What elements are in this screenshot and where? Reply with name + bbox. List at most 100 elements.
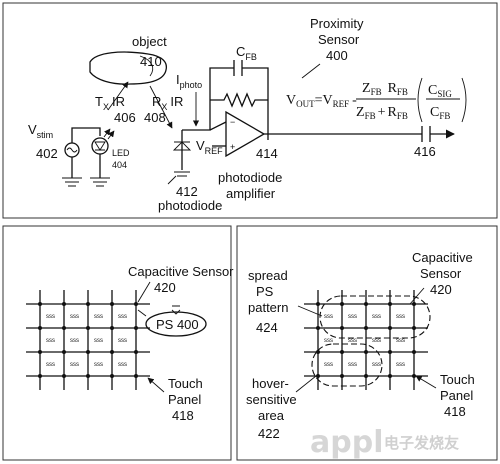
grid-node	[134, 302, 138, 306]
svg-text:CFB: CFB	[430, 105, 450, 121]
led-number: 404	[112, 160, 127, 170]
grid-node	[86, 326, 90, 330]
left-touch-label-line1: Touch	[168, 376, 203, 391]
ps-callout-ellipse	[145, 311, 207, 337]
grid-node	[86, 302, 90, 306]
sine-wave-icon	[66, 147, 78, 153]
sensor-cell-label: sss	[46, 338, 55, 344]
sensor-cell-label: sss	[324, 314, 333, 320]
grid-node	[412, 326, 416, 330]
top-panel-frame	[2, 2, 498, 219]
grid-node	[62, 326, 66, 330]
object-number: 410	[140, 54, 162, 69]
prox-number: 400	[326, 48, 348, 63]
grid-node	[316, 350, 320, 354]
vstim-number: 402	[36, 146, 58, 161]
amp-label-line1: photodiode	[218, 170, 282, 185]
grid-node	[110, 326, 114, 330]
sensor-cell-label: sss	[396, 338, 405, 344]
right-cap-label-line2: Sensor	[420, 266, 462, 281]
photodiode-label: photodiode	[158, 198, 222, 213]
svg-text:ZFB+RFB: ZFB+RFB	[356, 105, 408, 121]
photodiode-number: 412	[176, 184, 198, 199]
prox-label-line2: Sensor	[318, 32, 360, 47]
sensor-cell-label: sss	[70, 338, 79, 344]
cfb-label: CFB	[236, 44, 257, 62]
tx-number: 406	[114, 110, 136, 125]
iphoto-label: Iphoto	[176, 72, 202, 90]
grid-node	[316, 326, 320, 330]
grid-node	[110, 374, 114, 378]
wire-source-to-led	[71, 127, 101, 143]
grid-node	[364, 374, 368, 378]
ps-callout-label: PS 400	[156, 317, 199, 332]
grid-node	[388, 302, 392, 306]
sensor-cell-label: sss	[94, 338, 103, 344]
feedback-capacitor-icon	[233, 60, 243, 76]
right-touch-label-line1: Touch	[440, 372, 475, 387]
grid-node	[134, 350, 138, 354]
op-amp-minus: −	[230, 117, 235, 127]
rx-ray	[149, 85, 173, 129]
sensor-cell-label: sss	[94, 362, 103, 368]
feedback-resistor-icon	[210, 92, 268, 108]
hover-area-outline	[311, 343, 383, 387]
led-icon	[91, 137, 109, 155]
sensor-cell-label: sss	[118, 338, 127, 344]
hover-label-line1: hover-	[252, 376, 289, 391]
prox-label-line1: Proximity	[310, 16, 364, 31]
spread-label-line1: spread	[248, 268, 288, 283]
grid-node	[364, 350, 368, 354]
right-touch-number: 418	[444, 404, 466, 419]
spread-ps-pattern-outline	[319, 295, 431, 339]
output-number: 416	[414, 144, 436, 159]
right-cap-number: 420	[430, 282, 452, 297]
grid-node	[38, 374, 42, 378]
sensor-cell-label: sss	[348, 314, 357, 320]
hover-label-line2: sensitive	[246, 392, 297, 407]
grid-node	[412, 302, 416, 306]
sensor-cell-label: sss	[396, 362, 405, 368]
grid-node	[110, 302, 114, 306]
spread-number: 424	[256, 320, 278, 335]
watermark-logo: appl	[310, 425, 383, 460]
spread-label-line2: PS	[256, 284, 274, 299]
ps-callout-icon	[171, 305, 181, 315]
grid-node	[364, 302, 368, 306]
sensor-cell-label: sss	[94, 314, 103, 320]
sensor-cell-label: sss	[324, 338, 333, 344]
grid-node	[62, 350, 66, 354]
sensor-cell-label: sss	[348, 338, 357, 344]
grid-node	[364, 326, 368, 330]
amp-label-line2: amplifier	[226, 186, 276, 201]
grid-node	[86, 374, 90, 378]
grid-node	[62, 302, 66, 306]
grid-node	[388, 374, 392, 378]
sensor-cell-label: sss	[70, 314, 79, 320]
vstim-label: Vstim	[28, 122, 53, 140]
sensor-cell-label: sss	[372, 314, 381, 320]
spread-label-line3: pattern	[248, 300, 288, 315]
grid-node	[134, 374, 138, 378]
feedback-wire	[200, 67, 269, 131]
grid-node	[38, 326, 42, 330]
grid-node	[62, 374, 66, 378]
right-panel-frame	[236, 225, 498, 461]
op-amp-icon	[225, 110, 266, 158]
grid-node	[316, 302, 320, 306]
left-cap-sensor-label: Capacitive Sensor	[128, 264, 234, 279]
grid-node	[388, 326, 392, 330]
grid-node	[134, 326, 138, 330]
ground-icon-2	[90, 177, 110, 187]
left-cap-sensor-number: 420	[154, 280, 176, 295]
svg-text:VOUT=VREF-: VOUT=VREF-	[286, 93, 357, 109]
left-touch-label-line2: Panel	[168, 392, 201, 407]
grid-node	[412, 374, 416, 378]
op-amp-plus: +	[230, 142, 235, 152]
